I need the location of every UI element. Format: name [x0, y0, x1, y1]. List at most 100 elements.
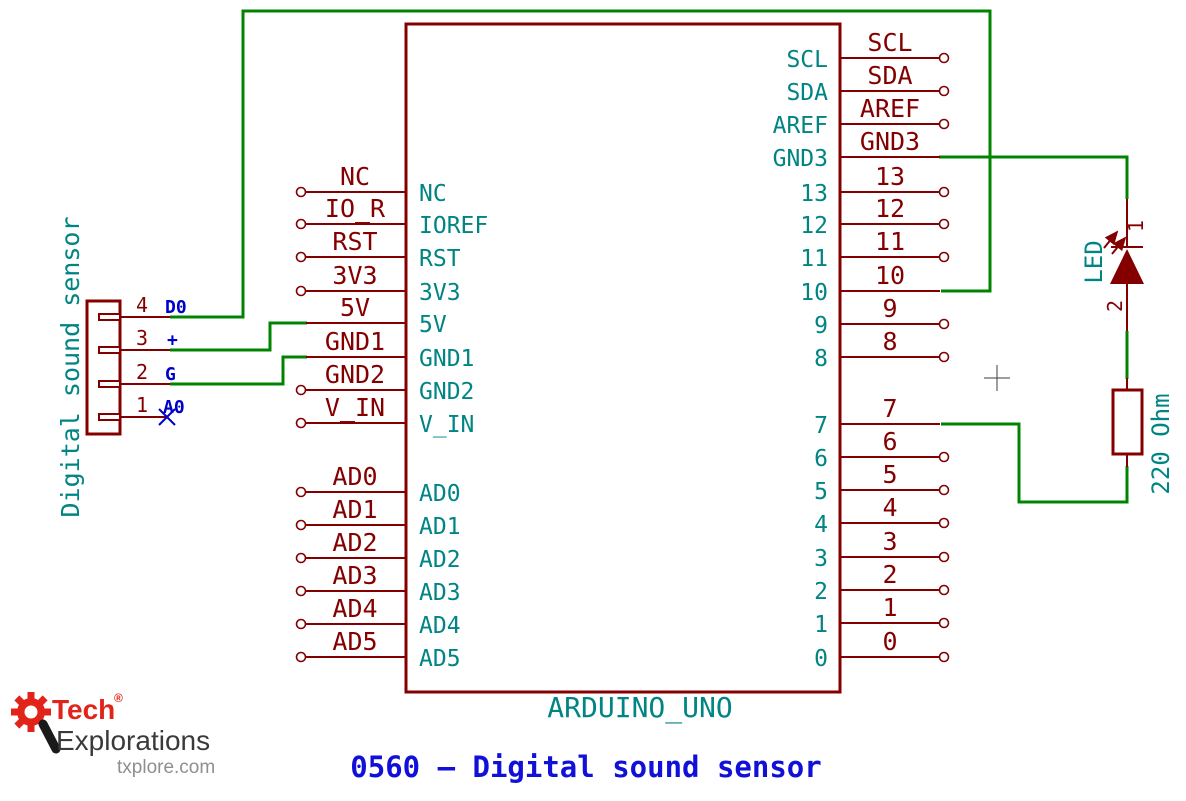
pin-name: SCL [786, 47, 828, 73]
led-pin-number-2: 2 [1103, 300, 1127, 312]
pin-right-2: 2 2 [814, 560, 950, 605]
pin-name: 1 [814, 612, 828, 638]
pin-right-5: 5 5 [814, 460, 950, 505]
pin-right-4: 4 4 [814, 493, 950, 538]
pin-left-vin: V_IN V_IN [295, 393, 474, 438]
gear-magnifier-icon [11, 692, 61, 754]
pin-label: 7 [882, 394, 897, 423]
pin-label: 12 [875, 194, 905, 223]
pin-name: 6 [814, 446, 828, 472]
pin-left-nc: NC NC [295, 162, 447, 207]
net-label-g[interactable]: G [165, 364, 176, 385]
pin-name: GND1 [419, 346, 474, 372]
pin-left-ad5: AD5 AD5 [295, 627, 461, 672]
sensor-pin-number: 3 [136, 326, 148, 350]
pin-left-rst: RST RST [295, 227, 461, 272]
pin-name: 13 [800, 181, 828, 207]
pin-name: 5V [419, 312, 447, 338]
wire-g-to-gnd1[interactable] [170, 355, 307, 386]
pin-label: AD3 [332, 561, 377, 590]
sensor-pin-number: 1 [136, 393, 148, 417]
pin-left-ad0: AD0 AD0 [295, 462, 461, 507]
pin-name: 5 [814, 479, 828, 505]
pin-name: 3 [814, 546, 828, 572]
led-light-arrows [1103, 230, 1127, 255]
pin-label: SDA [867, 61, 912, 90]
sensor-connector-symbol[interactable]: Digital sound sensor 4 D0 3 + 2 G 1 A0 [56, 216, 187, 517]
pin-name: NC [419, 181, 447, 207]
pin-left-ioref: IO_R IOREF [295, 194, 488, 239]
resistor-symbol[interactable]: 220 Ohm [1111, 378, 1175, 495]
pin-label: 13 [875, 162, 905, 191]
pin-left-3v3: 3V3 3V3 [295, 261, 461, 306]
sensor-pin-number: 2 [136, 360, 148, 384]
led-symbol[interactable]: 1 2 LED [1080, 199, 1148, 331]
sensor-pin-4: 4 D0 [98, 293, 187, 321]
pin-label: 8 [882, 327, 897, 356]
pin-name: RST [419, 246, 461, 272]
pin-left-5v: 5V 5V [306, 293, 447, 338]
resistor-value: 220 Ohm [1147, 393, 1175, 494]
arduino-uno-symbol[interactable]: ARDUINO_UNO NC NC IO_R IOREF RST RST 3V3… [295, 22, 950, 725]
no-connect-x[interactable] [158, 408, 176, 426]
pin-right-sda: SDA SDA [786, 61, 950, 106]
pin-name: AD4 [419, 613, 461, 639]
pin-label: NC [340, 162, 370, 191]
pin-right-9: 9 9 [814, 294, 950, 339]
pin-label: 9 [882, 294, 897, 323]
pin-name: 8 [814, 346, 828, 372]
pin-right-11: 11 11 [800, 227, 950, 272]
pin-left-ad4: AD4 AD4 [295, 594, 461, 639]
pin-name: AD2 [419, 547, 461, 573]
pin-name: IOREF [419, 213, 488, 239]
sensor-label: Digital sound sensor [56, 216, 85, 517]
led-pin-number-1: 1 [1124, 220, 1148, 232]
wire-d0-to-pin10[interactable] [170, 9, 992, 319]
wire-plus-to-5v[interactable] [170, 321, 307, 352]
sheet-title[interactable]: 0560 – Digital sound sensor [350, 750, 821, 784]
pin-right-8: 8 8 [814, 327, 950, 372]
pin-name: 10 [800, 280, 828, 306]
pin-name: 0 [814, 646, 828, 672]
wire-pin7-to-resistor[interactable] [941, 422, 1129, 504]
sensor-pin-2: 2 G [98, 360, 176, 388]
arduino-name: ARDUINO_UNO [547, 691, 732, 725]
pin-label: SCL [867, 28, 912, 57]
resistor-body [1111, 388, 1144, 456]
pin-name: 9 [814, 313, 828, 339]
pin-right-scl: SCL SCL [786, 28, 950, 73]
pin-name: 3V3 [419, 280, 461, 306]
pin-label: 0 [882, 627, 897, 656]
pin-name: GND2 [419, 379, 474, 405]
net-label-a0[interactable]: A0 [163, 397, 185, 418]
cursor-crosshair [984, 365, 1010, 391]
pin-name: AD5 [419, 646, 461, 672]
sensor-pin-1: 1 A0 [98, 393, 185, 426]
pin-label: AD2 [332, 528, 377, 557]
pin-label: 10 [875, 261, 905, 290]
pin-label: AD5 [332, 627, 377, 656]
pin-label: 5V [340, 293, 370, 322]
sensor-pin-number: 4 [136, 293, 148, 317]
pin-label: AD4 [332, 594, 377, 623]
pin-label: 5 [882, 460, 897, 489]
pin-right-7: 7 7 [814, 394, 940, 439]
net-label-d0[interactable]: D0 [165, 297, 187, 318]
pin-label: AD1 [332, 495, 377, 524]
pin-right-6: 6 6 [814, 427, 950, 472]
pin-name: AD1 [419, 514, 461, 540]
pin-right-1: 1 1 [814, 593, 950, 638]
pin-right-3: 3 3 [814, 527, 950, 572]
pin-right-13: 13 13 [800, 162, 950, 207]
pin-right-0: 0 0 [814, 627, 950, 672]
pin-right-10: 10 10 [800, 261, 940, 306]
pin-name: V_IN [419, 412, 474, 438]
wire-gnd3-to-led[interactable] [939, 155, 1129, 199]
led-triangle [1110, 249, 1144, 284]
logo-registered-mark: ® [114, 691, 123, 705]
net-label-plus[interactable]: + [167, 330, 178, 351]
pin-name: 12 [800, 213, 828, 239]
pin-name: AD3 [419, 580, 461, 606]
sensor-pin-3: 3 + [98, 326, 178, 354]
